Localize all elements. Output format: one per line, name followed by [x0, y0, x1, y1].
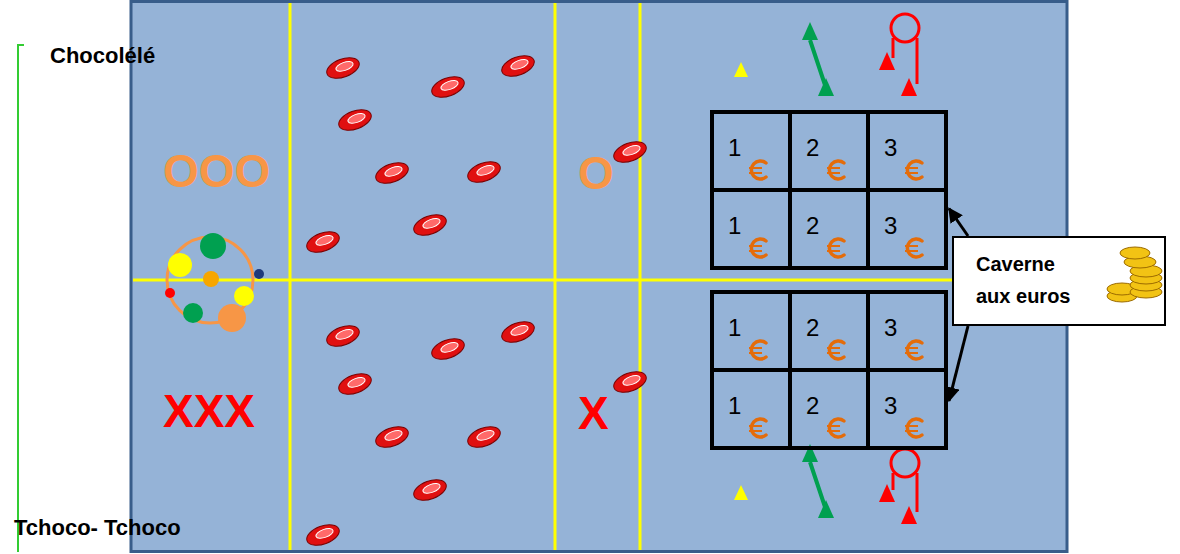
cell-number: 1	[728, 392, 741, 420]
grid-cell: 2	[788, 188, 870, 270]
field	[131, 2, 1067, 552]
callout-ground	[952, 236, 1166, 326]
grid-cell: 1	[710, 110, 792, 192]
grid-cell: 3	[866, 290, 948, 372]
cell-number: 2	[806, 392, 819, 420]
player-mark: O	[578, 148, 614, 199]
coins-icon	[1107, 247, 1162, 302]
grid-cell: 1	[710, 188, 792, 270]
grid-cell: 3	[866, 188, 948, 270]
ball-circle	[165, 233, 264, 332]
team-name: Chocolélé	[50, 44, 155, 68]
arrow-connector	[949, 326, 968, 401]
grid-cell: 3	[866, 110, 948, 192]
callout-box: Caverne aux euros	[952, 236, 1166, 326]
cell-number: 3	[884, 314, 897, 342]
grid-cell: 1	[710, 290, 792, 372]
grid-cell: 2	[788, 110, 870, 192]
euro-icons	[749, 161, 922, 437]
cell-number: 3	[884, 392, 897, 420]
callout-text: Caverne aux euros	[976, 248, 1084, 312]
player-marks: XXX	[163, 386, 255, 437]
bracket-line	[18, 45, 24, 552]
cell-number: 1	[728, 314, 741, 342]
cell-number: 1	[728, 212, 741, 240]
grid-cell: 2	[788, 290, 870, 372]
grid-cell: 2	[788, 368, 870, 450]
cell-number: 2	[806, 314, 819, 342]
grid-cell: 1	[710, 368, 792, 450]
cell-number: 2	[806, 212, 819, 240]
player-mark: X	[578, 388, 609, 439]
team-name: Tchoco- Tchoco	[14, 516, 181, 540]
cell-number: 3	[884, 134, 897, 162]
grid-cell: 3	[866, 368, 948, 450]
cell-number: 3	[884, 212, 897, 240]
cell-number: 2	[806, 134, 819, 162]
arrow-connector	[949, 209, 968, 237]
player-marks: OOO	[163, 146, 270, 197]
disc-cones	[304, 52, 649, 550]
field-lines	[133, 3, 952, 550]
cell-number: 1	[728, 134, 741, 162]
